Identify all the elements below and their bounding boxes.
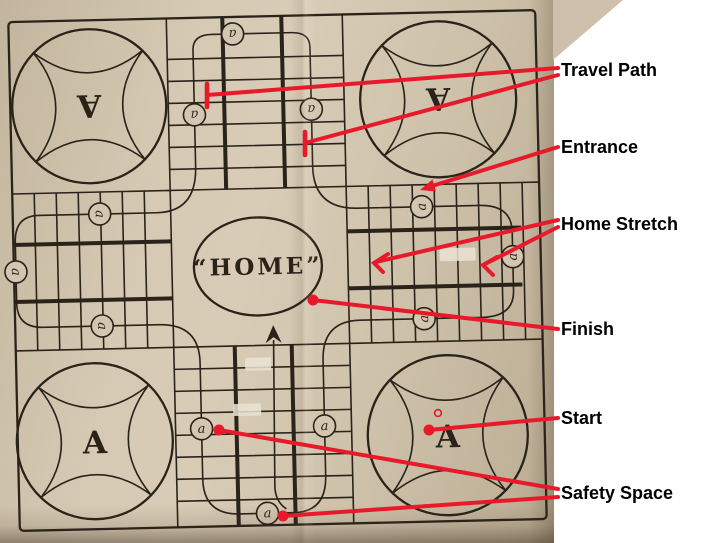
safety-letter: a <box>321 419 329 434</box>
corner-bottom-right: A <box>366 354 529 517</box>
safety-letter: a <box>307 101 315 116</box>
wear-patch <box>439 247 476 262</box>
safety-letter: a <box>94 322 109 330</box>
safety-letter: a <box>190 107 198 122</box>
safety-letter: a <box>229 26 237 41</box>
label-home-stretch: Home Stretch <box>561 214 679 234</box>
home-oval: “HOME” <box>192 216 324 317</box>
grid-left-arm <box>33 190 149 351</box>
home-title: “HOME” <box>193 252 323 282</box>
corner-letter-bottom-left: A <box>81 425 108 462</box>
safety-letter: a <box>198 422 206 437</box>
corner-letter-top-left: A <box>76 87 103 124</box>
label-start: Start <box>561 408 603 428</box>
corner-top-right: A <box>359 20 518 179</box>
quadrant-lines <box>12 14 543 528</box>
label-travel-path: Travel Path <box>561 60 658 80</box>
wear-patch <box>233 403 262 417</box>
safety-letter: a <box>506 253 521 261</box>
safety-letter: a <box>92 210 107 218</box>
board-ink-group: A A A A <box>4 9 548 532</box>
board-drawing: A A A A <box>4 9 548 532</box>
safety-letter: a <box>8 268 23 276</box>
photo-top-right-edge <box>553 0 623 60</box>
board-photo: A A A A <box>0 0 554 543</box>
label-safety-space: Safety Space <box>561 483 674 503</box>
corner-top-left: A <box>11 28 168 185</box>
safety-letter: a <box>415 203 430 211</box>
home-arrow-line <box>272 340 287 510</box>
safety-letter: a <box>417 315 432 323</box>
corner-letter-bottom-right: A <box>434 419 461 456</box>
wear-patch <box>245 357 272 371</box>
corner-bottom-left: A <box>15 362 174 521</box>
safety-letter: a <box>263 506 271 521</box>
label-finish: Finish <box>561 319 614 339</box>
corner-letter-top-right: A <box>425 80 452 117</box>
label-entrance: Entrance <box>561 137 639 157</box>
home-arrow-head <box>265 325 282 344</box>
